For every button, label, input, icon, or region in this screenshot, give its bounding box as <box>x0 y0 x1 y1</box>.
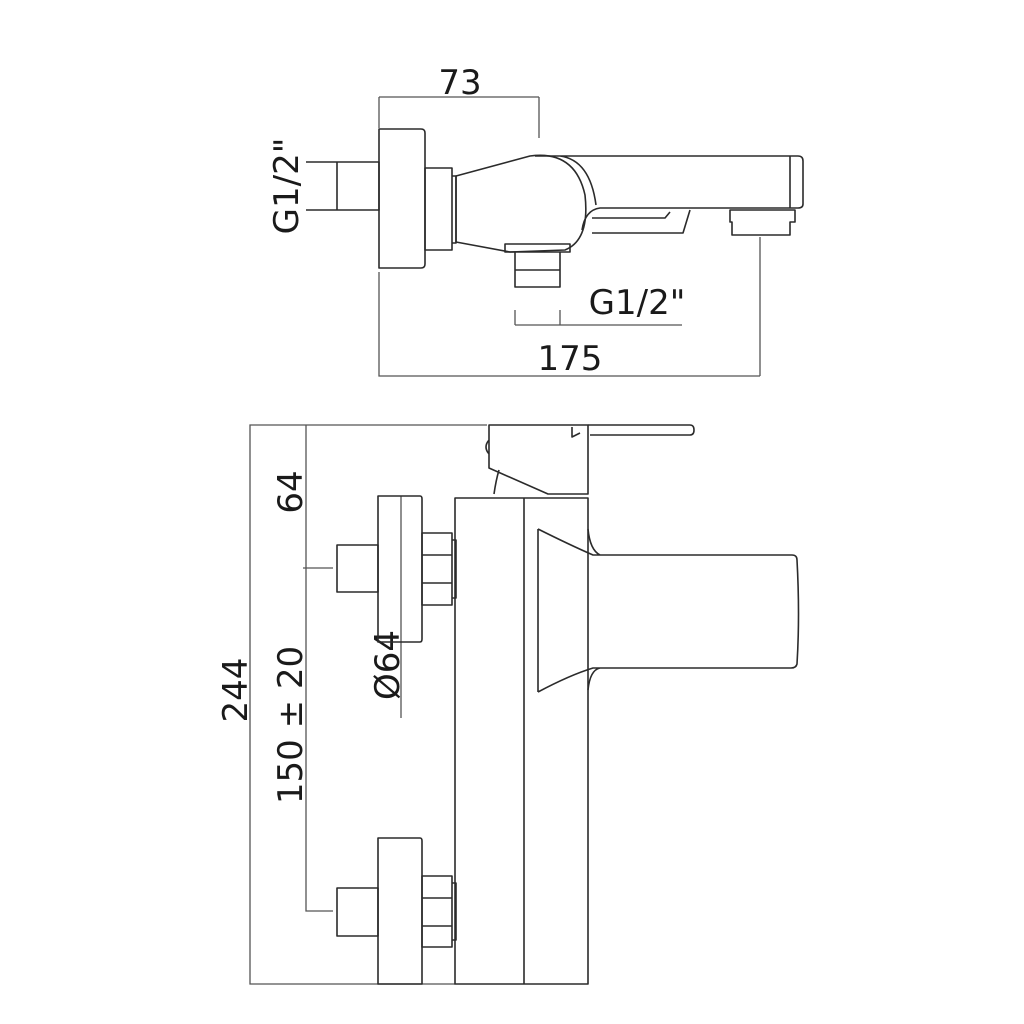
dim-inlet-lines <box>303 425 333 912</box>
dim-150-label: 150 ± 20 <box>271 646 311 804</box>
dim-73: 73 <box>378 63 540 138</box>
dim-175-label: 175 <box>538 339 603 379</box>
wall-plate <box>378 128 426 269</box>
upper-inlet <box>336 495 457 643</box>
lower-inlet <box>336 837 457 985</box>
inlet-stub <box>306 161 380 211</box>
cartridge <box>485 424 589 495</box>
dim-64-label: 64 <box>271 470 311 513</box>
nut <box>424 167 457 251</box>
side-view: 244 64 150 ± 20 Ø64 <box>216 424 800 985</box>
outlet-thread-label: G1/2" <box>589 283 686 323</box>
mixer-body <box>455 154 587 253</box>
aerator <box>729 209 796 236</box>
top-view: 73 G1/2" G1/2" 175 <box>267 63 804 379</box>
lever-groove <box>592 209 691 234</box>
spout <box>535 155 804 231</box>
inlet-thread-label: G1/2" <box>267 138 307 235</box>
dim-175: 175 <box>378 237 761 379</box>
dim-244-label: 244 <box>216 658 256 723</box>
dim-73-label: 73 <box>438 63 481 103</box>
body <box>454 497 589 985</box>
dim-diameter-label: Ø64 <box>368 630 408 700</box>
outlet-thread-leader <box>514 310 682 326</box>
outlet-stub <box>504 243 571 288</box>
lever <box>571 424 695 438</box>
dim-244-lines <box>249 424 487 985</box>
spout-side <box>537 528 800 693</box>
